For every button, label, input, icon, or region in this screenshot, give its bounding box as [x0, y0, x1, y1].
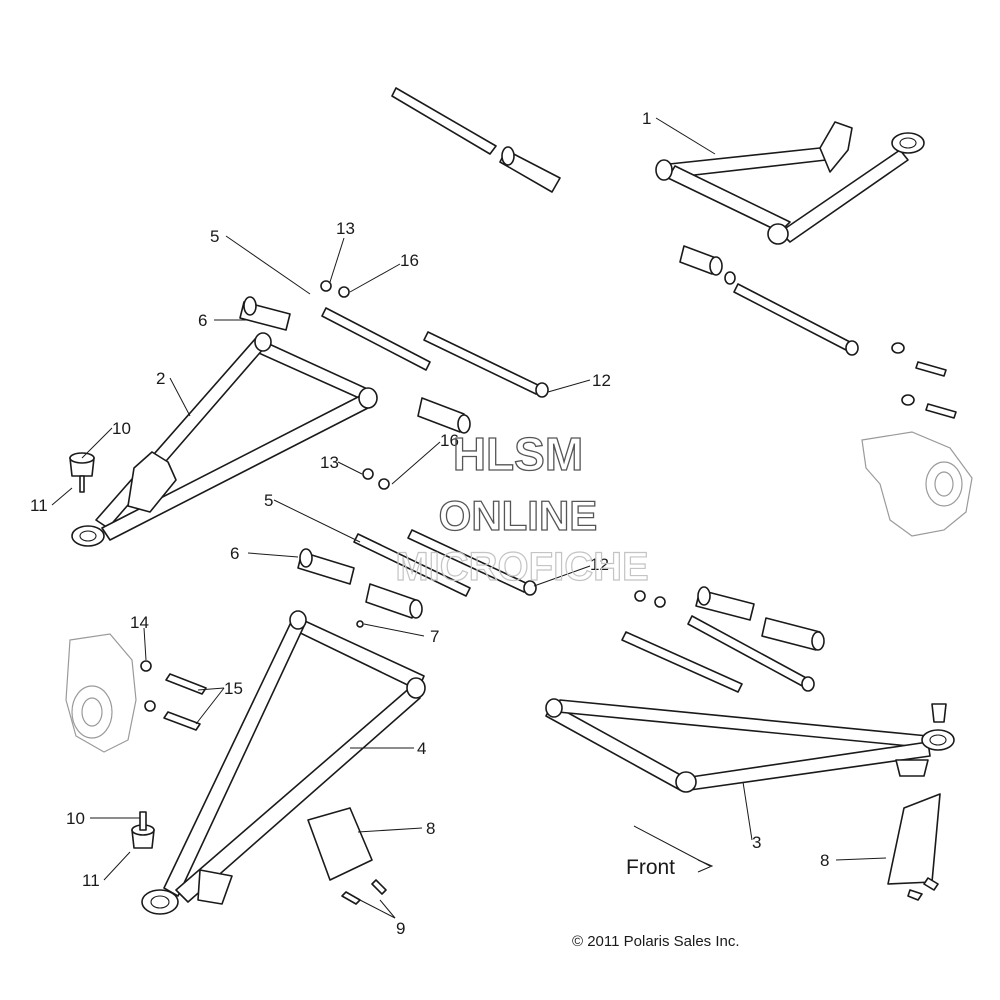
- callout-9: 9: [396, 919, 405, 938]
- callout-14: 14: [130, 613, 149, 632]
- callout-10-upper: 10: [112, 419, 131, 438]
- callout-13-lower: 13: [320, 453, 339, 472]
- lower-right-a-arm: [545, 698, 955, 793]
- right-shield-plate: [887, 793, 941, 885]
- callout-11-lower: 11: [82, 871, 100, 890]
- callout-15: 15: [224, 679, 243, 698]
- upper-left-a-arm: [71, 332, 378, 547]
- shield-screws-right: [907, 877, 939, 901]
- callout-13-upper: 13: [336, 219, 355, 238]
- right-steering-knuckle-ghost: [861, 431, 973, 537]
- lower-right-hardware: [621, 586, 825, 693]
- upper-right-bushings: [679, 245, 859, 356]
- callout-6-upper: 6: [198, 311, 207, 330]
- lower-shafts-and-bushings: [297, 468, 537, 628]
- callout-6-lower: 6: [230, 544, 239, 563]
- callout-16-lower: 16: [440, 431, 459, 450]
- front-direction-label: Front: [626, 856, 675, 879]
- callout-16-upper: 16: [400, 251, 419, 270]
- watermark-line-3: MICROFICHE: [395, 545, 648, 589]
- callout-12-upper: 12: [592, 371, 611, 390]
- callout-5-upper: 5: [210, 227, 219, 246]
- upper-right-pivot-shaft: [391, 87, 561, 193]
- watermark-line-1: HLSM: [453, 428, 583, 480]
- upper-left-shafts: [320, 280, 549, 434]
- shield-screws-left: [341, 879, 387, 905]
- callout-5-lower: 5: [264, 491, 273, 510]
- callout-1: 1: [642, 109, 651, 128]
- callout-8-right: 8: [820, 851, 829, 870]
- callout-4: 4: [417, 739, 426, 758]
- left-steering-knuckle-ghost: [65, 633, 137, 753]
- lower-left-a-arm: [141, 610, 426, 915]
- lower-left-ball-joint: [131, 811, 155, 849]
- callout-3: 3: [752, 833, 761, 852]
- left-shield-plate: [307, 807, 373, 881]
- callout-10-lower: 10: [66, 809, 85, 828]
- upper-left-bushing: [239, 296, 291, 331]
- callout-7: 7: [430, 627, 439, 646]
- callout-labels: 1 2 3 4 5 5 6 6 7 8 8 9 10 10 11 11 12 1…: [30, 109, 829, 938]
- watermark: HLSM ONLINE MICROFICHE: [395, 427, 650, 589]
- right-knuckle-hardware: [891, 342, 957, 419]
- left-knuckle-bolts: [140, 660, 207, 731]
- copyright-text: © 2011 Polaris Sales Inc.: [572, 933, 740, 950]
- leader-lines: [51, 117, 887, 919]
- callout-11-upper: 11: [30, 496, 48, 515]
- callout-2: 2: [156, 369, 165, 388]
- upper-right-a-arm: [655, 121, 925, 245]
- watermark-line-2: ONLINE: [439, 492, 598, 539]
- callout-8-left: 8: [426, 819, 435, 838]
- callout-12-lower: 12: [590, 555, 609, 574]
- upper-left-ball-joint: [69, 452, 95, 493]
